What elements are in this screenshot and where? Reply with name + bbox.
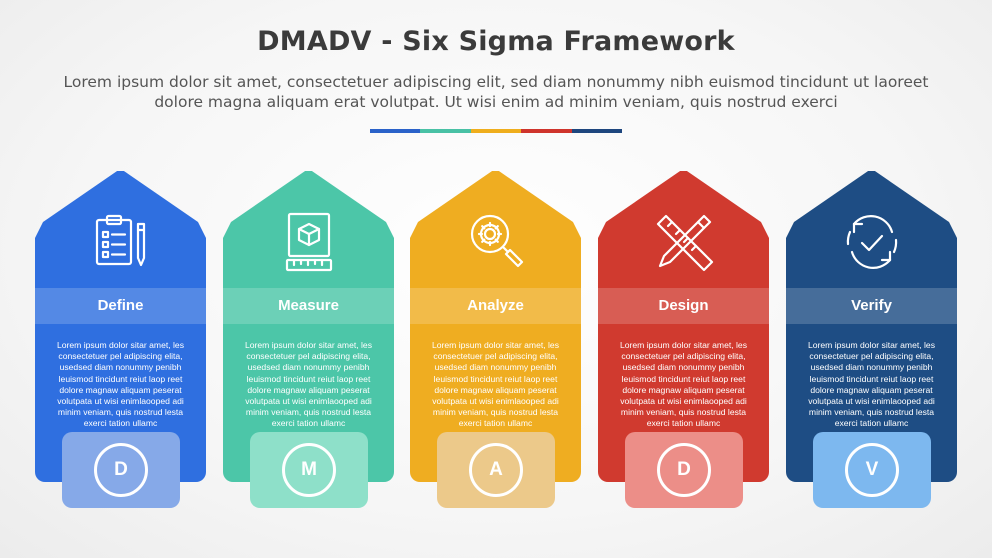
clipboard-pencil-icon bbox=[95, 214, 145, 267]
letter-box: D bbox=[62, 432, 180, 508]
letter-box: A bbox=[437, 432, 555, 508]
letter-badge: V bbox=[845, 443, 899, 497]
pencil-ruler-icon bbox=[656, 214, 713, 272]
card-label: Define bbox=[97, 297, 144, 314]
gear-magnifier-icon bbox=[470, 214, 523, 268]
letter-badge: D bbox=[657, 443, 711, 497]
letter-badge: M bbox=[282, 443, 336, 497]
label-band bbox=[410, 288, 581, 324]
card-label: Analyze bbox=[467, 297, 524, 314]
card-label: Design bbox=[658, 297, 709, 314]
stage-card-define: Define Lorem ipsum dolor sitar amet, les… bbox=[35, 170, 206, 508]
cube-ruler-icon bbox=[285, 212, 332, 272]
card-background bbox=[598, 170, 769, 482]
letter-badge: A bbox=[469, 443, 523, 497]
check-cycle-icon bbox=[846, 215, 897, 269]
accent-segment bbox=[571, 129, 623, 133]
card-body-text: Lorem ipsum dolor sitar amet, les consec… bbox=[56, 340, 185, 429]
accent-segment bbox=[470, 129, 522, 133]
card-body-text: Lorem ipsum dolor sitar amet, les consec… bbox=[244, 340, 373, 429]
letter-box: D bbox=[625, 432, 743, 508]
card-background bbox=[786, 170, 957, 482]
page-subtitle: Lorem ipsum dolor sit amet, consectetuer… bbox=[63, 73, 929, 111]
stage-card-measure: Measure Lorem ipsum dolor sitar amet, le… bbox=[223, 170, 394, 508]
stage-card-verify: Verify Lorem ipsum dolor sitar amet, les… bbox=[786, 170, 957, 508]
card-background bbox=[223, 170, 394, 482]
stage-card-analyze: Analyze Lorem ipsum dolor sitar amet, le… bbox=[410, 170, 581, 508]
accent-segment bbox=[521, 129, 572, 133]
label-band bbox=[786, 288, 957, 324]
accent-segment bbox=[420, 129, 471, 133]
letter-box: V bbox=[813, 432, 931, 508]
letter-box: M bbox=[250, 432, 368, 508]
stage-card-design: Design Lorem ipsum dolor sitar amet, les… bbox=[598, 170, 769, 508]
card-body-text: Lorem ipsum dolor sitar amet, les consec… bbox=[431, 340, 560, 429]
card-label: Measure bbox=[278, 297, 339, 314]
letter-badge: D bbox=[94, 443, 148, 497]
label-band bbox=[35, 288, 206, 324]
card-background bbox=[410, 170, 581, 482]
label-band bbox=[598, 288, 769, 324]
card-label: Verify bbox=[851, 297, 892, 314]
page-title: DMADV - Six Sigma Framework bbox=[257, 26, 735, 57]
accent-divider bbox=[370, 129, 623, 133]
card-body-text: Lorem ipsum dolor sitar amet, les consec… bbox=[619, 340, 748, 429]
card-body-text: Lorem ipsum dolor sitar amet, les consec… bbox=[807, 340, 936, 429]
accent-segment bbox=[370, 129, 421, 133]
label-band bbox=[223, 288, 394, 324]
